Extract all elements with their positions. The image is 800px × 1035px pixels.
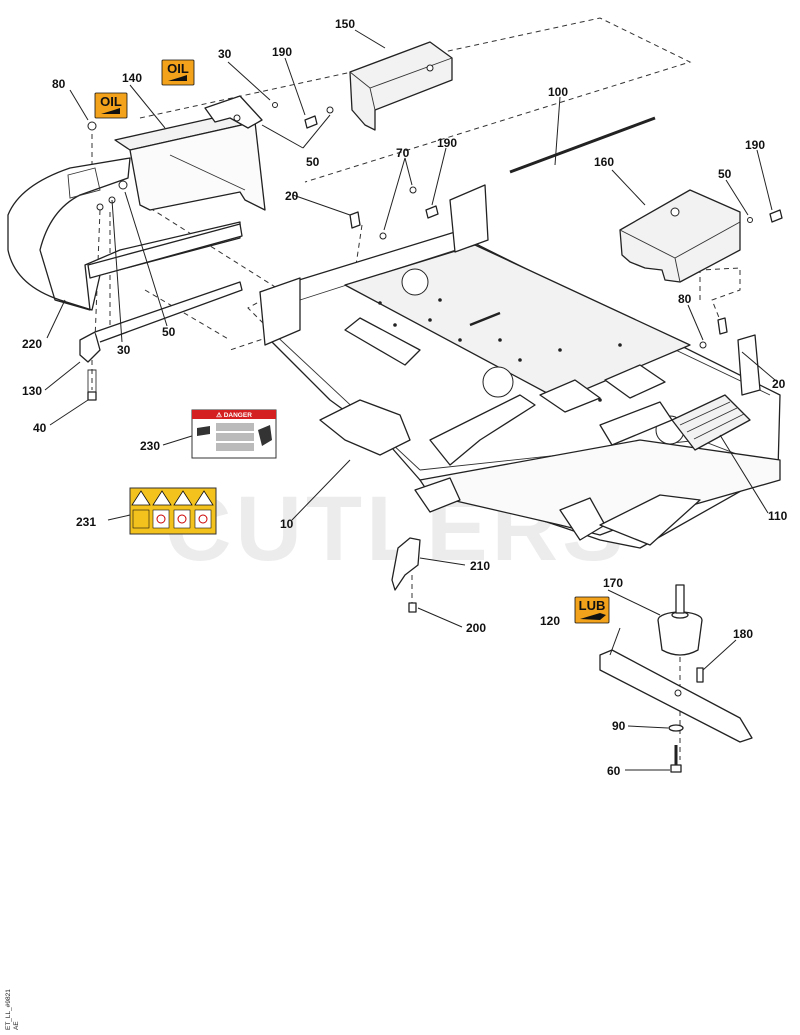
callout-100: 100	[548, 85, 568, 99]
leader-lines	[44, 29, 776, 771]
callout-20-left: 20	[285, 189, 299, 203]
hardware-small	[87, 106, 783, 773]
callout-90: 90	[612, 719, 626, 733]
callout-50-top: 50	[306, 155, 320, 169]
part-170-spindle	[657, 584, 703, 656]
callout-60: 60	[607, 764, 621, 778]
part-top-bracket	[204, 95, 278, 129]
callout-10: 10	[280, 517, 294, 531]
oil-badge-left: OIL	[94, 92, 128, 119]
callout-130: 130	[22, 384, 42, 398]
callout-50-left: 50	[162, 325, 176, 339]
svg-text:OIL: OIL	[100, 94, 122, 109]
callout-210: 210	[470, 559, 490, 573]
callout-231: 231	[76, 515, 96, 529]
svg-text:ET_LL_#9821: ET_LL_#9821	[5, 989, 12, 1030]
part-100-rod	[509, 116, 656, 174]
svg-text:OIL: OIL	[167, 61, 189, 76]
warning-decal-231	[129, 487, 217, 535]
callout-180: 180	[733, 627, 753, 641]
danger-decal-230: ⚠ DANGER	[191, 409, 277, 459]
part-130-bracket	[79, 281, 243, 397]
callout-120: 120	[540, 614, 560, 628]
callout-140: 140	[122, 71, 142, 85]
callout-150: 150	[335, 17, 355, 31]
callout-20-right: 20	[772, 377, 786, 391]
callout-170: 170	[603, 576, 623, 590]
callout-230: 230	[140, 439, 160, 453]
callout-190-top: 190	[272, 45, 292, 59]
callout-labels: 80 140 30 190 150 100 50 70 190 20 160 1…	[22, 17, 788, 778]
oil-badge-top: OIL	[161, 59, 195, 86]
callout-80-right: 80	[678, 292, 692, 306]
drawing-code: ET_LL_#9821 AE	[5, 989, 20, 1030]
lub-badge: LUB	[574, 596, 610, 624]
callout-110: 110	[768, 509, 788, 523]
part-10-deck	[259, 184, 781, 549]
callout-220: 220	[22, 337, 42, 351]
callout-70: 70	[396, 146, 410, 160]
left-hardware	[87, 121, 128, 211]
callout-200: 200	[466, 621, 486, 635]
callout-190-right: 190	[745, 138, 765, 152]
callout-190-mid: 190	[437, 136, 457, 150]
callout-30-top: 30	[218, 47, 232, 61]
svg-text:LUB: LUB	[579, 598, 606, 613]
part-140-bracket	[114, 111, 266, 211]
part-160-cover	[619, 189, 741, 283]
svg-text:AE: AE	[13, 1021, 20, 1030]
callout-160: 160	[594, 155, 614, 169]
part-220-guard	[7, 157, 243, 311]
part-210-bracket	[391, 537, 421, 591]
callout-80-left: 80	[52, 77, 66, 91]
callout-30-bottom: 30	[117, 343, 131, 357]
callout-50-right: 50	[718, 167, 732, 181]
part-150-cover	[349, 41, 453, 131]
svg-text:⚠ DANGER: ⚠ DANGER	[216, 411, 252, 419]
callout-40: 40	[33, 421, 47, 435]
